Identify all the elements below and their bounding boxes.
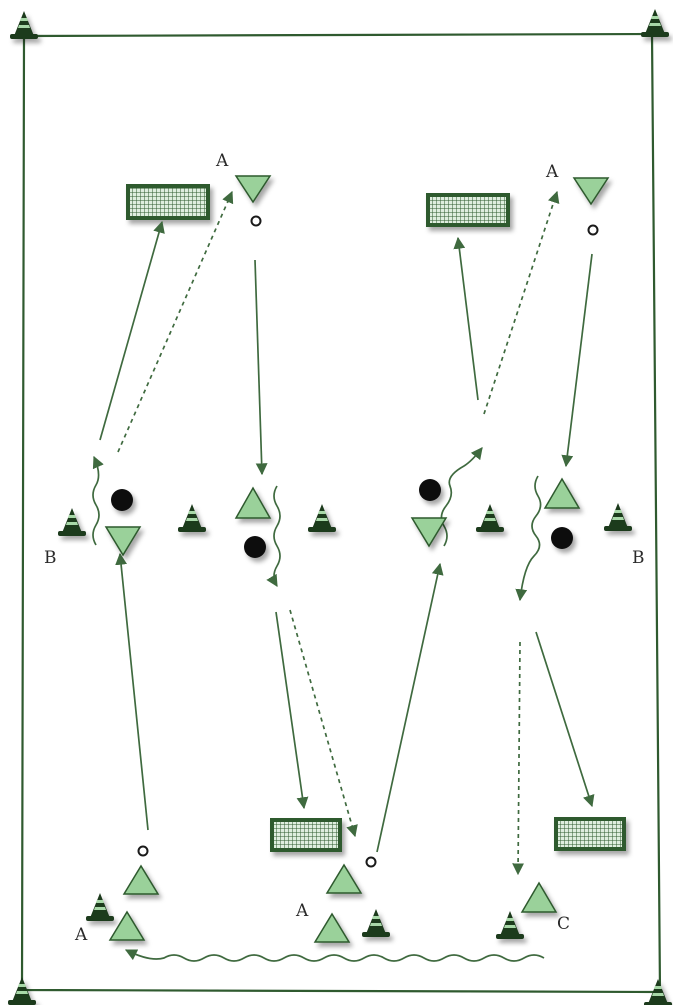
cone-icon: [86, 893, 114, 921]
cone-icon: [604, 503, 632, 531]
cone-icon: [496, 911, 524, 939]
player-triangle-icon: [104, 526, 142, 557]
label-b-left: B: [44, 548, 57, 568]
label-b-right: B: [632, 548, 645, 568]
player-triangle-icon: [410, 517, 448, 548]
label-c-bottom-right: C: [557, 914, 570, 934]
ball-icon: [244, 536, 266, 558]
movement-lines: [92, 190, 595, 962]
cone-icon: [10, 11, 38, 39]
position-labels: A A B B A A C: [44, 151, 645, 945]
cone-icon: [178, 504, 206, 532]
players: [104, 175, 610, 943]
ball-icon: [250, 215, 262, 227]
label-a-top-right: A: [545, 162, 559, 182]
player-triangle-icon: [234, 175, 272, 204]
ball-icon: [111, 489, 133, 511]
cone-icon: [362, 909, 390, 937]
goal-icon: [554, 817, 626, 851]
field-boundary: [20, 32, 662, 994]
player-triangle-icon: [543, 477, 581, 509]
goal-icon: [426, 193, 510, 227]
ball-icon: [365, 856, 377, 868]
label-a-top-left: A: [215, 151, 229, 171]
goals: [126, 184, 626, 852]
player-triangle-icon: [108, 910, 146, 941]
player-triangle-icon: [325, 863, 363, 894]
label-a-bottom-mid: A: [295, 901, 309, 921]
player-triangle-icon: [313, 912, 351, 943]
label-a-bottom-left: A: [74, 925, 88, 945]
player-triangle-icon: [122, 864, 160, 895]
balls: [111, 215, 599, 868]
ball-icon: [419, 479, 441, 501]
ball-icon: [551, 527, 573, 549]
player-triangle-icon: [572, 177, 610, 206]
player-triangle-icon: [520, 881, 558, 913]
goal-icon: [270, 818, 342, 852]
goal-icon: [126, 184, 210, 220]
ball-icon: [587, 224, 599, 236]
cone-icon: [308, 504, 336, 532]
cone-icon: [476, 504, 504, 532]
ball-icon: [137, 845, 149, 857]
cone-icon: [58, 508, 86, 536]
player-triangle-icon: [234, 486, 272, 519]
cone-icon: [641, 9, 669, 37]
